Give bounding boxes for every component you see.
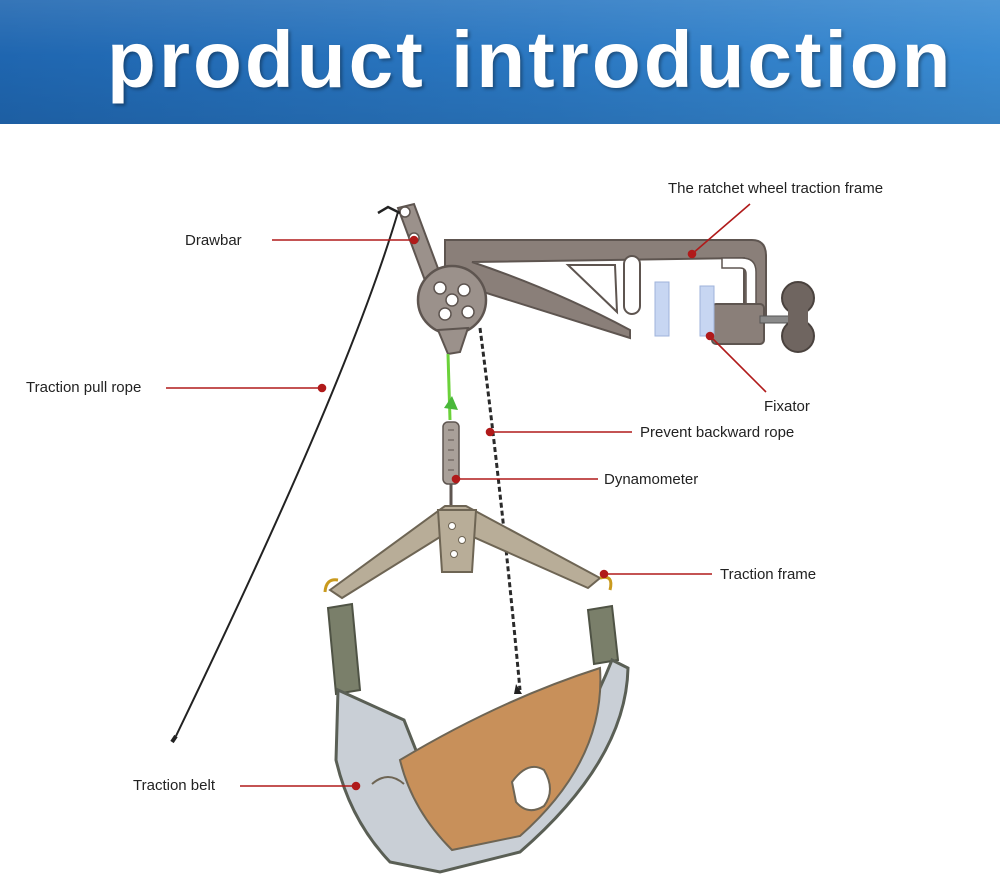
traction-device-diagram bbox=[166, 202, 815, 874]
traction-pull-rope-end bbox=[170, 734, 178, 744]
wing-knob bbox=[781, 281, 815, 353]
green-hook bbox=[444, 396, 458, 410]
label-fixator: Fixator bbox=[764, 398, 810, 415]
page-title: product introduction bbox=[107, 15, 954, 104]
label-traction-belt: Traction belt bbox=[133, 777, 215, 794]
header-banner: product introduction bbox=[0, 0, 1000, 124]
spreader-bar bbox=[323, 505, 613, 600]
ratchet-frame bbox=[444, 239, 767, 345]
label-prevent-backward-rope: Prevent backward rope bbox=[640, 424, 795, 441]
header-sheen bbox=[0, 0, 1000, 124]
prevent-backward-rope bbox=[478, 327, 522, 691]
fixator-clamp bbox=[654, 281, 791, 337]
traction-pull-rope bbox=[175, 211, 399, 737]
label-ratchet-frame: The ratchet wheel traction frame bbox=[668, 180, 884, 197]
head-halter bbox=[326, 602, 630, 874]
prevent-backward-rope-knot bbox=[514, 684, 522, 694]
pointer-lines bbox=[166, 203, 767, 791]
green-strap bbox=[446, 353, 452, 421]
label-traction-frame: Traction frame bbox=[720, 566, 817, 583]
ratchet-pulley bbox=[416, 264, 488, 356]
label-dynamometer: Dynamometer bbox=[604, 471, 699, 488]
label-traction-pull-rope: Traction pull rope bbox=[26, 379, 142, 396]
dynamometer bbox=[442, 421, 460, 508]
label-drawbar: Drawbar bbox=[185, 232, 242, 249]
